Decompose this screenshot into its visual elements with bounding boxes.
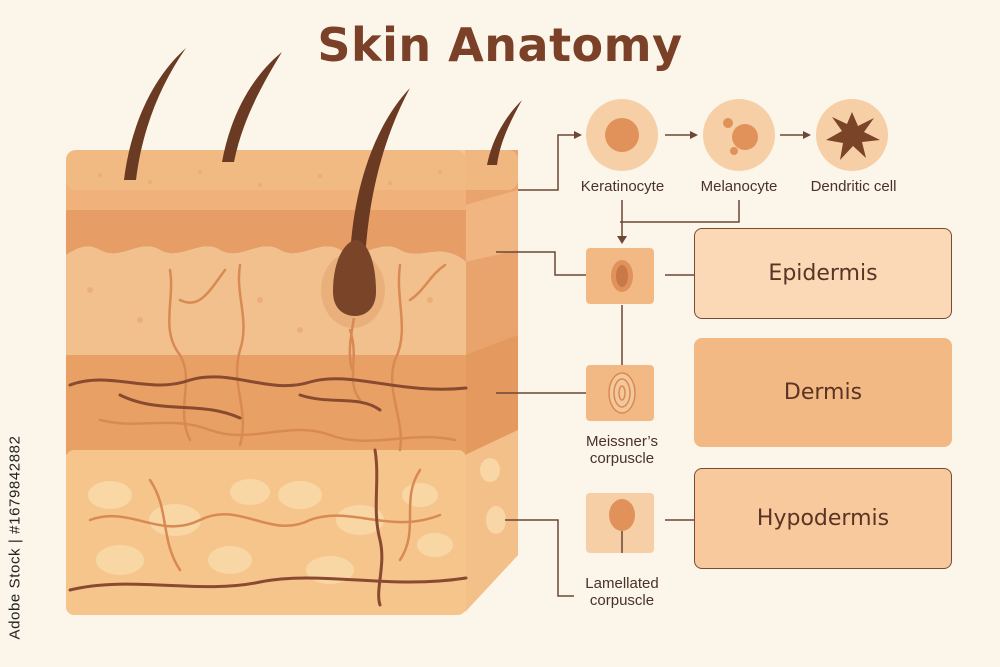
epidermis-label: Epidermis bbox=[768, 261, 877, 286]
meissner-corpuscle-label: Meissner’s corpuscle bbox=[568, 433, 676, 467]
meissner-corpuscle-icon bbox=[586, 365, 654, 421]
dermis-label: Dermis bbox=[784, 380, 862, 405]
melanocyte-icon bbox=[703, 99, 775, 171]
keratinocyte-label: Keratinocyte bbox=[565, 178, 680, 195]
lamellated-corpuscle-label: Lamellated corpuscle bbox=[568, 575, 676, 609]
epidermis-box: Epidermis bbox=[694, 228, 952, 319]
dermis-box: Dermis bbox=[694, 338, 952, 447]
dendritic-cell-label: Dendritic cell bbox=[796, 178, 911, 195]
melanocyte-label: Melanocyte bbox=[684, 178, 794, 195]
lamellated-corpuscle-icon bbox=[586, 493, 654, 553]
dendritic-cell-icon bbox=[816, 99, 888, 171]
hypodermis-label: Hypodermis bbox=[757, 506, 889, 531]
hypodermis-box: Hypodermis bbox=[694, 468, 952, 569]
epidermis-receptor-icon bbox=[586, 248, 654, 304]
keratinocyte-icon bbox=[586, 99, 658, 171]
stock-id-text: Adobe Stock | #1679842882 bbox=[4, 420, 26, 650]
